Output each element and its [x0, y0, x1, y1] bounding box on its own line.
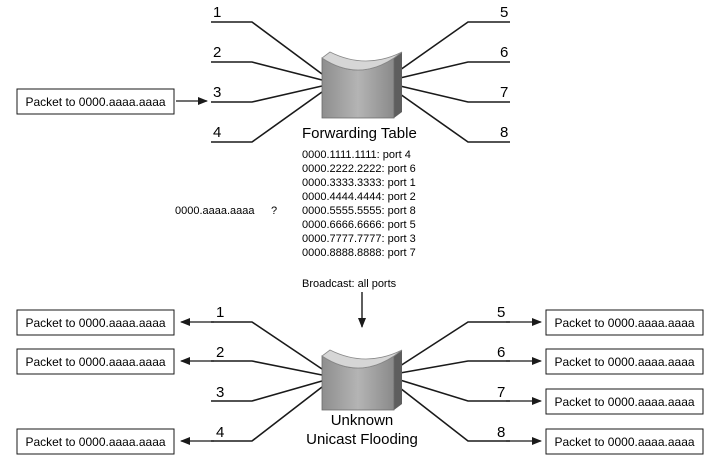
table-row: 0000.6666.6666: port 5 — [302, 219, 416, 231]
table-row: 0000.5555.5555: port 8 — [302, 205, 416, 217]
flooded-packet-port-1: Packet to 0000.aaaa.aaaa — [16, 309, 214, 336]
packet-label: Packet to 0000.aaaa.aaaa — [25, 355, 165, 369]
top-port-lines-left — [211, 21, 323, 143]
top-port-label-2: 2 — [213, 44, 221, 61]
flooded-packet-port-6: Packet to 0000.aaaa.aaaa — [506, 348, 704, 375]
incoming-packet-box — [16, 88, 175, 115]
top-switch-side — [394, 52, 402, 118]
broadcast-label: Broadcast: all ports — [302, 278, 397, 290]
bottom-port-label-7: 7 — [497, 384, 505, 401]
flooded-packet-port-2: Packet to 0000.aaaa.aaaa — [16, 348, 214, 375]
incoming-packet-label: Packet to 0000.aaaa.aaaa — [25, 95, 165, 109]
bottom-line-port-4 — [211, 386, 323, 442]
bottom-port-label-4: 4 — [216, 424, 224, 441]
packet-box — [16, 348, 175, 375]
table-row: 0000.2222.2222: port 6 — [302, 163, 416, 175]
bottom-line-port-1 — [211, 321, 323, 370]
forwarding-table: 0000.1111.1111: port 4 0000.2222.2222: p… — [302, 149, 416, 259]
top-line-port-4 — [211, 91, 323, 143]
flooded-packet-port-8: Packet to 0000.aaaa.aaaa — [506, 428, 704, 455]
flooding-caption-line-1: Unknown — [331, 412, 394, 429]
lookup-address: 0000.aaaa.aaaa — [175, 205, 255, 217]
bottom-port-label-5: 5 — [497, 304, 505, 321]
top-switch-icon — [321, 51, 403, 119]
top-line-port-2 — [211, 61, 323, 81]
bottom-switch-top-curve — [321, 349, 403, 369]
forwarding-table-title: Forwarding Table — [302, 125, 417, 142]
top-port-lines-right — [399, 21, 510, 143]
packet-box — [545, 348, 704, 375]
packet-box — [16, 309, 175, 336]
top-line-port-3 — [211, 85, 323, 103]
top-port-label-8: 8 — [500, 124, 508, 141]
bottom-line-port-3 — [211, 380, 323, 402]
table-row: 0000.3333.3333: port 1 — [302, 177, 416, 189]
packet-label: Packet to 0000.aaaa.aaaa — [554, 316, 694, 330]
bottom-port-lines-left — [211, 321, 323, 442]
packet-box — [545, 388, 704, 415]
top-port-label-5: 5 — [500, 4, 508, 21]
bottom-port-label-2: 2 — [216, 344, 224, 361]
packet-label: Packet to 0000.aaaa.aaaa — [554, 395, 694, 409]
table-row: 0000.1111.1111: port 4 — [302, 149, 411, 161]
flooded-packet-port-4: Packet to 0000.aaaa.aaaa — [16, 428, 214, 455]
bottom-line-port-5 — [399, 321, 510, 367]
lookup-question-mark: ? — [271, 205, 277, 217]
table-row: 0000.7777.7777: port 3 — [302, 233, 416, 245]
incoming-packet: Packet to 0000.aaaa.aaaa — [16, 88, 208, 115]
bottom-switch-group: 1 2 3 4 5 6 7 8 Packet to 0000.aaaa.aaaa… — [16, 304, 704, 455]
top-line-port-8 — [399, 93, 510, 143]
top-line-port-5 — [399, 21, 510, 71]
packet-box — [16, 428, 175, 455]
packet-label: Packet to 0000.aaaa.aaaa — [25, 435, 165, 449]
top-switch-top-curve — [321, 51, 403, 71]
bottom-line-port-7 — [399, 379, 510, 402]
bottom-line-port-2 — [211, 360, 323, 376]
packet-label: Packet to 0000.aaaa.aaaa — [25, 316, 165, 330]
bottom-line-port-6 — [399, 360, 510, 374]
packet-box — [545, 428, 704, 455]
bottom-port-lines-right — [399, 321, 510, 442]
bottom-port-label-1: 1 — [216, 304, 224, 321]
top-line-port-6 — [399, 61, 510, 79]
top-port-label-6: 6 — [500, 44, 508, 61]
top-port-label-7: 7 — [500, 84, 508, 101]
bottom-port-label-6: 6 — [497, 344, 505, 361]
flooded-packet-port-7: Packet to 0000.aaaa.aaaa — [506, 388, 704, 415]
table-row: 0000.4444.4444: port 2 — [302, 191, 416, 203]
top-line-port-7 — [399, 85, 510, 103]
packet-box — [545, 309, 704, 336]
bottom-switch-side — [394, 350, 402, 410]
top-line-port-1 — [211, 21, 323, 75]
bottom-switch-icon — [321, 349, 403, 411]
bottom-line-port-8 — [399, 387, 510, 442]
flooding-caption-line-2: Unicast Flooding — [306, 431, 418, 448]
packet-label: Packet to 0000.aaaa.aaaa — [554, 435, 694, 449]
bottom-port-label-3: 3 — [216, 384, 224, 401]
table-row: 0000.8888.8888: port 7 — [302, 247, 416, 259]
top-port-label-3: 3 — [213, 84, 221, 101]
packet-label: Packet to 0000.aaaa.aaaa — [554, 355, 694, 369]
flooded-packet-port-5: Packet to 0000.aaaa.aaaa — [506, 309, 704, 336]
top-port-label-1: 1 — [213, 4, 221, 21]
bottom-port-label-8: 8 — [497, 424, 505, 441]
top-port-label-4: 4 — [213, 124, 221, 141]
top-switch-group: 1 2 3 4 5 6 7 8 Packet to 0000.aaaa.aaaa… — [16, 4, 510, 328]
